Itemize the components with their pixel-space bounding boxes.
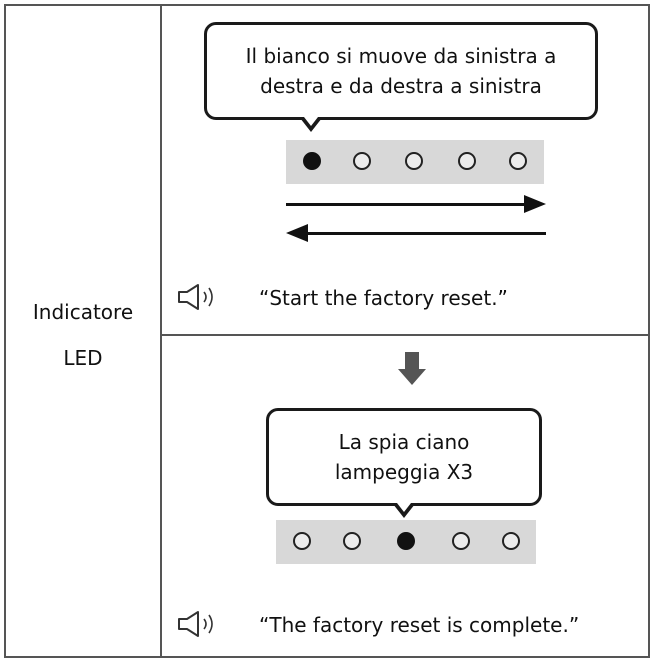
led-strip-step1 (286, 140, 544, 184)
voice-message-step2: “The factory reset is complete.” (259, 613, 580, 637)
led-dot (343, 532, 361, 550)
led-dot (502, 532, 520, 550)
column-divider (160, 4, 162, 658)
led-dot (397, 532, 415, 550)
row-divider (161, 334, 650, 336)
led-dot (452, 532, 470, 550)
led-dot (405, 152, 423, 170)
bubble-text-line2: destra e da destra a sinistra (260, 74, 542, 98)
row-label-line1: Indicatore (32, 300, 134, 324)
arrow-right-icon (524, 195, 546, 213)
arrow-left-icon (286, 224, 308, 242)
led-dot (458, 152, 476, 170)
led-strip-step2 (276, 520, 536, 564)
bubble-tail-fill-step2 (397, 503, 411, 512)
led-dot (353, 152, 371, 170)
arrow-right-line (286, 203, 526, 206)
row-label-line2: LED (63, 346, 103, 370)
bubble-text-line1: Il bianco si muove da sinistra a (245, 44, 557, 68)
led-dot (303, 152, 321, 170)
bubble-text-line2: lampeggia X3 (334, 460, 474, 484)
speaker-sound-icon (178, 611, 213, 637)
speech-bubble-step1: Il bianco si muove da sinistra a destra … (204, 22, 598, 120)
bubble-text-line1: La spia ciano (338, 430, 470, 454)
speech-bubble-step2: La spia ciano lampeggia X3 (266, 408, 542, 506)
led-dot (509, 152, 527, 170)
arrow-left-line (306, 232, 546, 235)
speaker-sound-icon (178, 284, 213, 310)
led-dot (293, 532, 311, 550)
bubble-tail-fill-step1 (304, 117, 318, 126)
voice-message-step1: “Start the factory reset.” (259, 286, 508, 310)
table-frame (4, 4, 650, 658)
